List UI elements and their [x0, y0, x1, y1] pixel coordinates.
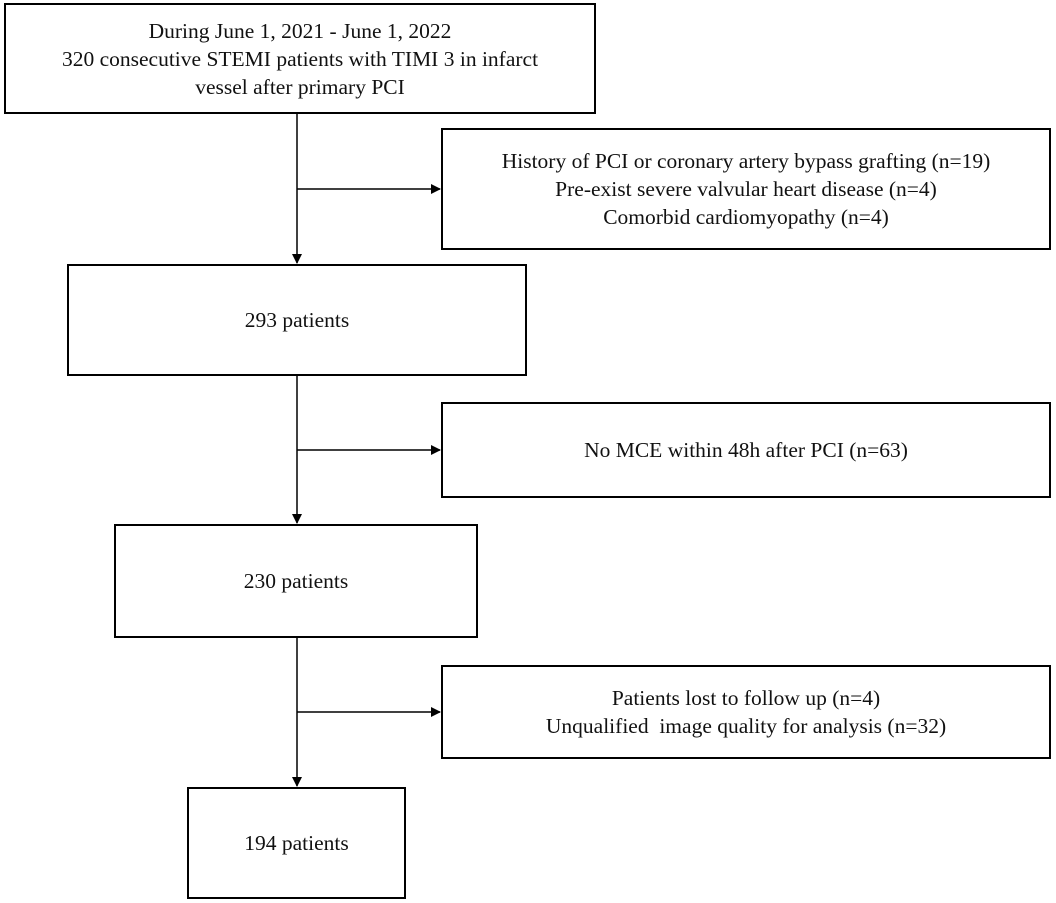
step-230-label: 230 patients [243, 569, 349, 593]
exclusion-1-line-3: Comorbid cardiomyopathy (n=4) [603, 205, 889, 229]
final-cohort-label: 194 patients [244, 831, 349, 855]
step-230-box: 230 patients [114, 524, 478, 638]
enrollment-line-3: vessel after primary PCI [195, 74, 405, 99]
step-293-label: 293 patients [244, 308, 350, 332]
enrollment-box: During June 1, 2021 - June 1, 2022 320 c… [4, 3, 596, 114]
exclusion-box-3: Patients lost to follow up (n=4) Unquali… [441, 665, 1051, 759]
exclusion-3-line-2: Unqualified image quality for analysis (… [545, 714, 947, 738]
enrollment-line-2: 320 consecutive STEMI patients with TIMI… [61, 46, 539, 71]
enrollment-line-1: During June 1, 2021 - June 1, 2022 [148, 18, 452, 43]
exclusion-box-1: History of PCI or coronary artery bypass… [441, 128, 1051, 250]
exclusion-1-line-2: Pre-exist severe valvular heart disease … [555, 177, 937, 201]
step-293-box: 293 patients [67, 264, 527, 376]
exclusion-2-line-1: No MCE within 48h after PCI (n=63) [584, 438, 908, 462]
final-cohort-box: 194 patients [187, 787, 406, 899]
exclusion-1-line-1: History of PCI or coronary artery bypass… [501, 149, 991, 173]
exclusion-box-2: No MCE within 48h after PCI (n=63) [441, 402, 1051, 498]
exclusion-3-line-1: Patients lost to follow up (n=4) [611, 686, 881, 710]
